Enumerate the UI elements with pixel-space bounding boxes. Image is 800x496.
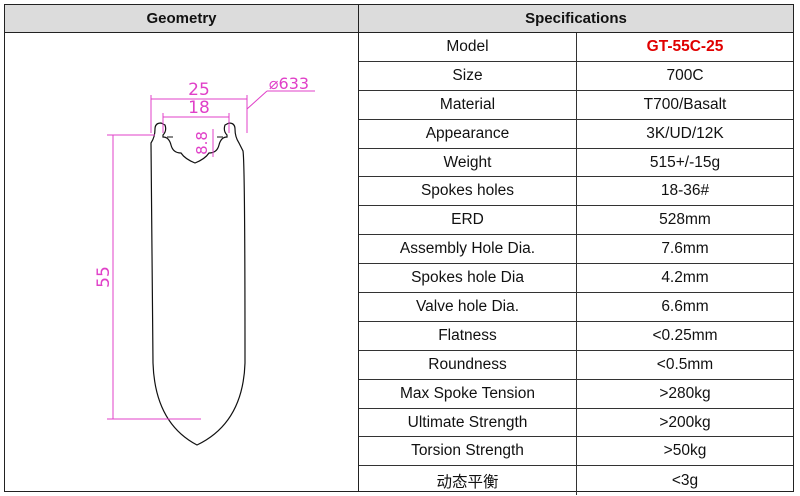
spec-row: Spokes hole Dia 4.2mm (359, 264, 793, 294)
rim-outline (150, 122, 246, 446)
spec-label: 动态平衡 (359, 466, 577, 496)
spec-row: Torsion Strength >50kg (359, 437, 793, 467)
spec-sheet: Geometry Specifications (4, 4, 794, 496)
spec-label: Spokes holes (359, 177, 577, 206)
spec-row: Ultimate Strength >200kg (359, 408, 793, 438)
model-value: GT-55C-25 (646, 37, 724, 55)
spec-row: Valve hole Dia. 6.6mm (359, 293, 793, 322)
spec-value: 528mm (659, 211, 711, 229)
spec-label: Roundness (359, 350, 577, 379)
spec-value: 6.6mm (661, 297, 709, 315)
spec-row: Model GT-55C-25 (359, 33, 793, 62)
spec-label: Appearance (359, 119, 577, 148)
spec-value: <0.5mm (656, 355, 714, 373)
spec-row: Spokes holes 18-36# (359, 177, 793, 207)
bead-depth-label: 8.8 (193, 131, 211, 155)
spec-value: >200kg (659, 413, 711, 431)
spec-label: Spokes hole Dia (359, 264, 577, 293)
spec-value: 3K/UD/12K (646, 124, 724, 142)
spec-label: Size (359, 61, 577, 90)
height-label: 55 (94, 266, 114, 288)
spec-row: Size 700C (359, 61, 793, 91)
spec-label: Assembly Hole Dia. (359, 235, 577, 264)
spec-label: Ultimate Strength (359, 408, 577, 437)
spec-value: 700C (666, 66, 704, 84)
diameter-label: ⌀633 (269, 74, 309, 93)
spec-row: Max Spoke Tension >280kg (359, 379, 793, 409)
spec-value: 4.2mm (661, 269, 709, 287)
spec-row: Weight 515+/-15g (359, 148, 793, 178)
specifications-header: Specifications (359, 5, 793, 33)
spec-value: 18-36# (660, 182, 710, 200)
spec-label: ERD (359, 206, 577, 235)
spec-label: Material (359, 90, 577, 119)
spec-row: Assembly Hole Dia. 7.6mm (359, 235, 793, 265)
spec-row: Flatness <0.25mm (359, 321, 793, 351)
inner-width-label: 18 (188, 98, 210, 118)
spec-label: Model (359, 33, 577, 61)
spec-value: 515+/-15g (649, 153, 721, 171)
dimension-lines (107, 90, 315, 420)
spec-value: <3g (671, 471, 699, 489)
outer-width-label: 25 (188, 80, 210, 100)
spec-row: Appearance 3K/UD/12K (359, 119, 793, 149)
spec-label: Weight (359, 148, 577, 177)
geometry-panel: 25 18 8.8 55 ⌀633 (5, 33, 359, 491)
rim-profile-drawing: 25 18 8.8 55 ⌀633 (94, 74, 315, 446)
spec-label: Valve hole Dia. (359, 293, 577, 321)
spec-label: Max Spoke Tension (359, 379, 577, 408)
spec-value: >280kg (659, 384, 711, 402)
spec-label: Flatness (359, 321, 577, 350)
spec-row: ERD 528mm (359, 206, 793, 236)
spec-label: Torsion Strength (359, 437, 577, 466)
geometry-header: Geometry (5, 5, 359, 33)
spec-row: 动态平衡 <3g (359, 466, 793, 496)
spec-value: <0.25mm (652, 326, 718, 344)
spec-value: >50kg (663, 442, 707, 460)
spec-row: Material T700/Basalt (359, 90, 793, 120)
spec-row: Roundness <0.5mm (359, 350, 793, 380)
spec-value: 7.6mm (661, 240, 709, 258)
spec-value: T700/Basalt (643, 95, 727, 113)
